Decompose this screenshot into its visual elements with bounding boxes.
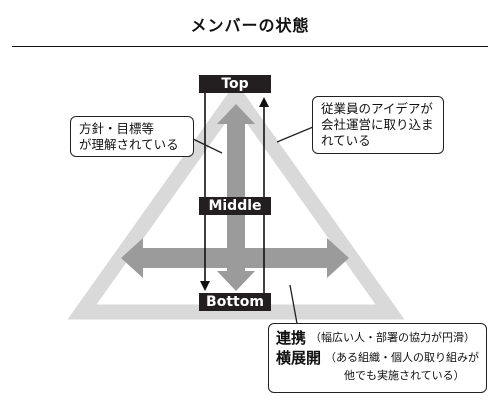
legend-expansion-desc-2: 他でも実施されている）: [344, 369, 465, 382]
level-bottom-label: Bottom: [199, 293, 271, 311]
legend-expansion: 横展開 （ある組織・個人の取り組みが: [276, 348, 479, 368]
level-middle-label: Middle: [199, 197, 271, 215]
right-callout-leader: [276, 126, 314, 143]
pyramid-triangle: [67, 82, 405, 320]
diagram-title: メンバーの状態: [190, 16, 310, 35]
left-callout-line-1: 方針・目標等: [79, 121, 155, 136]
horizontal-gray-arrow: [121, 238, 349, 278]
left-callout-line-2: が理解されている: [79, 137, 179, 152]
level-top-label: Top: [199, 75, 271, 93]
legend-expansion-desc-1: （ある組織・個人の取り組みが: [325, 351, 480, 364]
legend-box: 連携 （幅広い人・部署の協力が円滑） 横展開 （ある組織・個人の取り組みが 他で…: [268, 323, 487, 393]
title-underline: [12, 46, 488, 47]
left-callout-leader: [192, 138, 223, 154]
left-callout: 方針・目標等 が理解されている: [70, 116, 194, 157]
right-callout-line-1: 従業員のアイデアが: [321, 101, 433, 116]
right-callout: 従業員のアイデアが 会社運営に取り込ま れている: [312, 96, 444, 154]
legend-cooperation-desc: （幅広い人・部署の協力が円滑）: [310, 331, 476, 344]
right-callout-line-3: れている: [321, 133, 371, 148]
legend-expansion-term: 横展開: [276, 349, 322, 367]
legend-cooperation-term: 連携: [276, 329, 307, 347]
right-callout-line-2: 会社運営に取り込ま: [321, 117, 434, 132]
legend-cooperation: 連携 （幅広い人・部署の協力が円滑）: [276, 328, 479, 348]
